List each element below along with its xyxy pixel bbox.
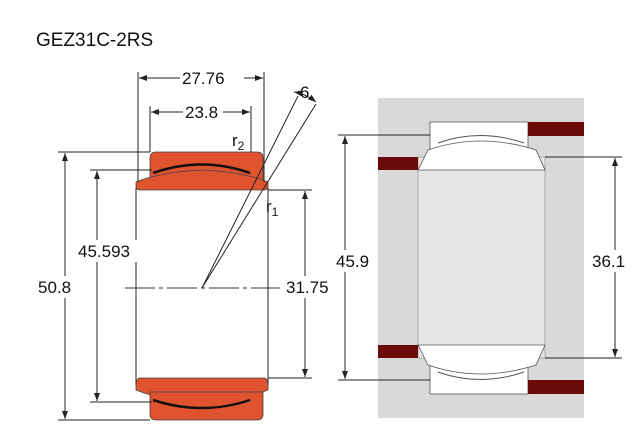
shaft-seal-top [378, 157, 418, 170]
bore-diameter-label: 31.75 [286, 278, 329, 297]
housing-seal-top [528, 122, 584, 136]
outer-diameter-label: 50.8 [38, 278, 71, 297]
sphere-diameter-label: 45.593 [78, 242, 130, 261]
inner-ring-top [135, 169, 269, 191]
inner-width-label: 23.8 [185, 103, 218, 122]
r1-label: r1 [266, 197, 279, 219]
mounting-view: 45.9 36.1 [334, 98, 636, 418]
tilt-angle-label: 6 [300, 83, 309, 102]
part-number-title: GEZ31C-2RS [36, 30, 154, 51]
housing-shoulder-label: 45.9 [336, 252, 369, 271]
housing-seal-bottom [528, 380, 584, 394]
shaft-seal-bottom [378, 345, 418, 358]
r2-label: r2 [232, 131, 245, 153]
outer-width-label: 27.76 [182, 69, 225, 88]
section-view: 6 27.76 23.8 r2 r1 50.8 45.593 31.75 [38, 66, 335, 421]
shaft-shoulder-label: 36.1 [592, 252, 625, 271]
outer-ring-bottom [149, 391, 264, 421]
